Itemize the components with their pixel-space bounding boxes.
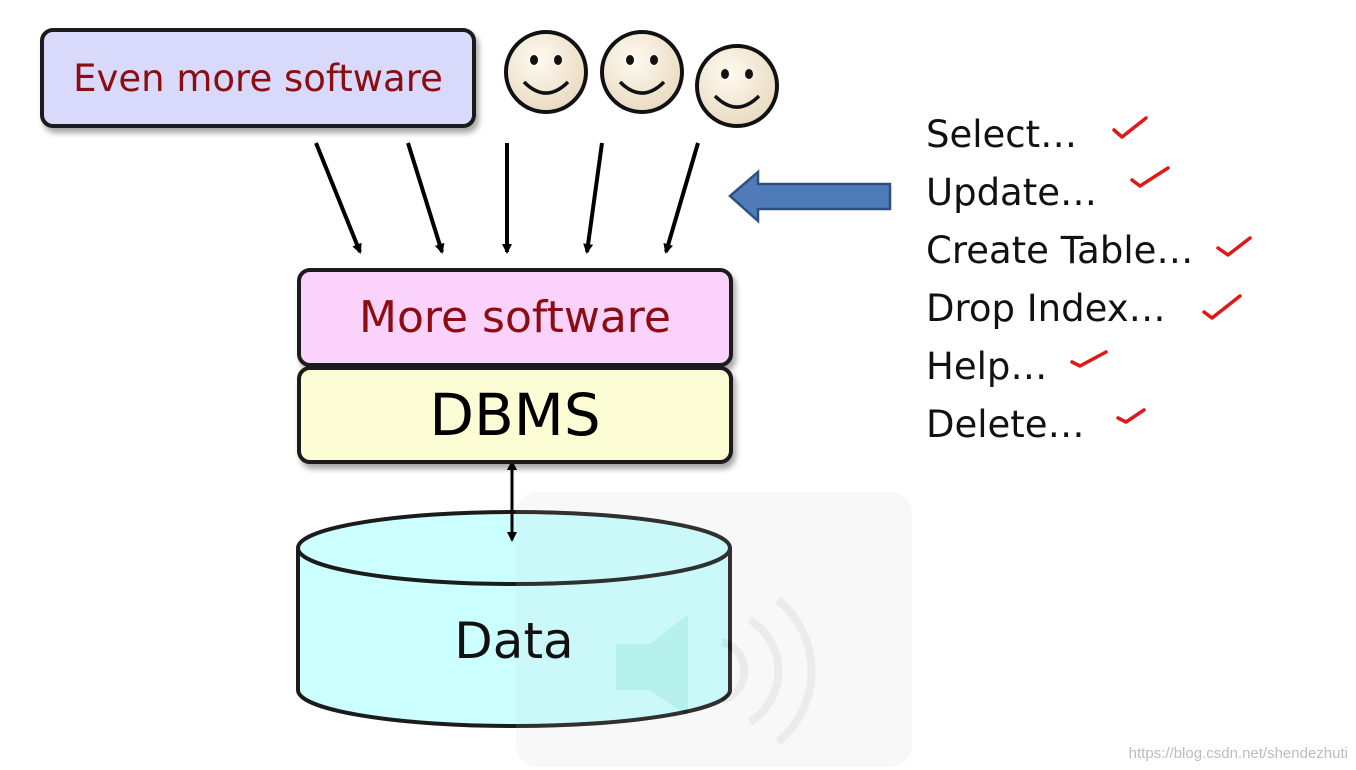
speaker-icon bbox=[516, 492, 912, 767]
red-checkmark-icon bbox=[1112, 116, 1148, 139]
red-checkmark-icon bbox=[1070, 350, 1108, 368]
arrow-software-to-more bbox=[406, 142, 445, 254]
command-delete: Delete… bbox=[926, 403, 1085, 446]
red-checkmark-icon bbox=[1216, 236, 1252, 257]
command-select: Select… bbox=[926, 113, 1078, 156]
smiley-face-icon bbox=[600, 30, 684, 114]
even-more-software-label: Even more software bbox=[73, 56, 443, 100]
dbms-box: DBMS bbox=[297, 366, 733, 464]
arrow-user-to-more bbox=[583, 142, 604, 254]
command-create-table: Create Table… bbox=[926, 229, 1194, 272]
command-drop-index: Drop Index… bbox=[926, 287, 1166, 330]
more-software-label: More software bbox=[358, 292, 672, 343]
more-software-box: More software bbox=[297, 268, 733, 367]
red-checkmark-icon bbox=[1130, 166, 1170, 188]
red-checkmark-icon bbox=[1116, 408, 1146, 424]
watermark-url: https://blog.csdn.net/shendezhuti bbox=[1128, 745, 1348, 762]
blue-left-arrow-icon bbox=[728, 169, 892, 224]
data-label: Data bbox=[454, 612, 574, 670]
command-update: Update… bbox=[926, 171, 1097, 214]
even-more-software-box: Even more software bbox=[40, 28, 476, 128]
smiley-face-icon bbox=[695, 44, 779, 128]
red-checkmark-icon bbox=[1202, 294, 1242, 320]
smiley-face-icon bbox=[504, 30, 588, 114]
arrow-user-to-more bbox=[663, 142, 700, 254]
dbms-label: DBMS bbox=[429, 381, 601, 449]
command-help: Help… bbox=[926, 345, 1048, 388]
arrow-software-to-more bbox=[314, 142, 362, 254]
